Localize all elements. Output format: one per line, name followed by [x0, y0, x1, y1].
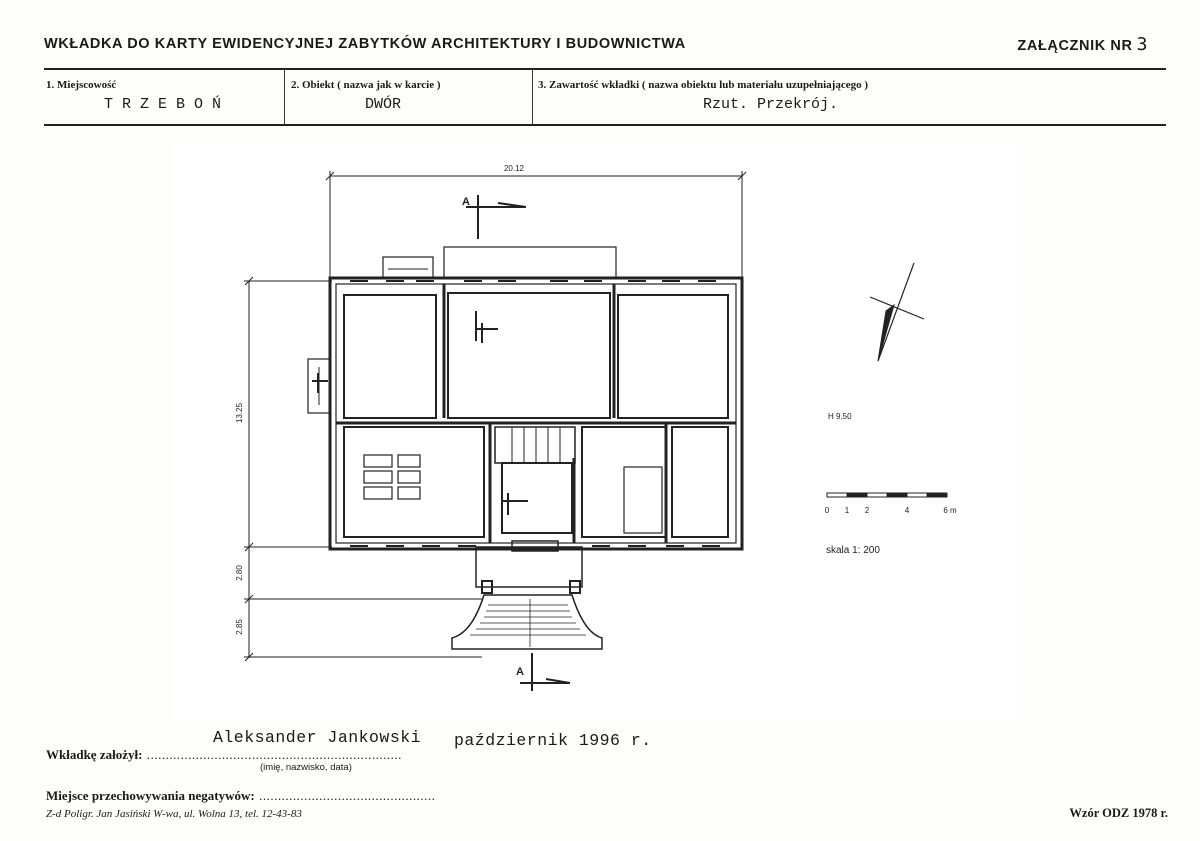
- header-rule-bottom: [44, 124, 1166, 126]
- object-value: DWÓR: [365, 96, 402, 113]
- dim-width-label: 20.12: [504, 164, 525, 173]
- scale-tick-2: 2: [865, 506, 870, 515]
- floor-plan-plate: 20.12 13.25 2.80 2.85 A A H 9.50 0 1 2 4…: [172, 143, 1014, 720]
- content-label: 3. Zawartość wkładki ( nazwa obiektu lub…: [538, 79, 869, 91]
- outer-wall: [328, 276, 744, 551]
- scale-tick-4: 4: [905, 506, 910, 515]
- scale-tick-6: 6 m: [943, 506, 957, 515]
- front-stairs: [451, 594, 603, 650]
- founder-row: Wkładkę założył: .......................…: [46, 746, 402, 764]
- negatives-row: Miejsce przechowywania negatywów: ......…: [46, 787, 435, 805]
- dim-height-label: 13.25: [235, 402, 244, 423]
- scale-text: skala 1: 200: [826, 545, 880, 556]
- north-arrow: [877, 262, 915, 362]
- dim-porch-label: 2.80: [235, 565, 244, 581]
- author-typed: Aleksander Jankowski: [213, 728, 422, 747]
- annex-number: 3: [1136, 34, 1148, 55]
- negatives-label: Miejsce przechowywania negatywów:: [46, 788, 255, 803]
- content-value: Rzut. Przekrój.: [703, 96, 839, 113]
- date-typed: październik 1996 r.: [454, 731, 652, 750]
- field-divider-2: [532, 70, 533, 125]
- founder-dots: ........................................…: [146, 747, 402, 762]
- scale-tick-0: 0: [825, 506, 830, 515]
- pattern-info: Wzór ODZ 1978 r.: [1069, 806, 1168, 820]
- founder-hint: (imię, nazwisko, data): [260, 762, 352, 773]
- section-mark-top: A: [462, 196, 470, 208]
- locality-label: 1. Miejscowość: [46, 79, 117, 91]
- form-title: WKŁADKA DO KARTY EWIDENCYJNEJ ZABYTKÓW A…: [44, 36, 686, 52]
- founder-label: Wkładkę założył:: [46, 747, 143, 762]
- section-mark-bottom: A: [516, 666, 524, 678]
- header-rule-top: [44, 68, 1166, 70]
- floor-plan-drawing: 20.12 13.25 2.80 2.85 A A H 9.50 0 1 2 4…: [235, 164, 957, 691]
- height-note: H 9.50: [828, 412, 852, 421]
- annex-label-text: ZAŁĄCZNIK NR: [1017, 38, 1133, 54]
- negatives-dots: ........................................…: [259, 788, 436, 803]
- porch: [475, 546, 583, 588]
- locality-value: TRZEBOŃ: [104, 96, 231, 113]
- printer-info: Z-d Poligr. Jan Jasiński W-wa, ul. Wolna…: [46, 808, 302, 820]
- dim-stairs-label: 2.85: [235, 619, 244, 635]
- field-divider-1: [284, 70, 285, 125]
- object-label: 2. Obiekt ( nazwa jak w karcie ): [291, 79, 441, 91]
- scale-tick-1: 1: [845, 506, 850, 515]
